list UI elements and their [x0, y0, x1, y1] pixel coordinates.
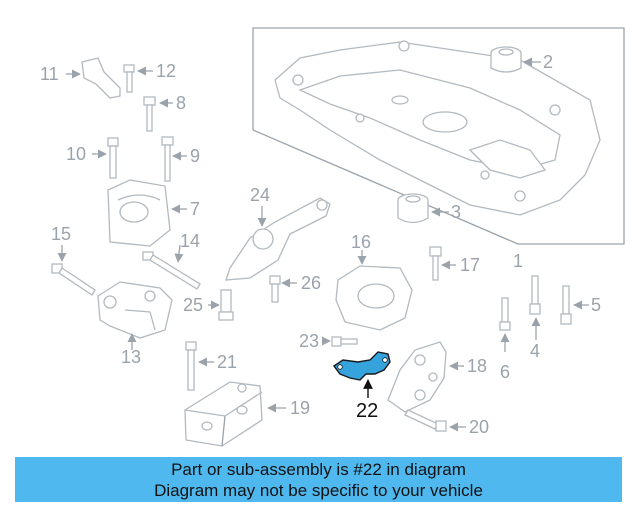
bolt-10: [92, 137, 119, 179]
bolt-4: [529, 275, 541, 340]
banner-line-disclaimer: Diagram may not be specific to your vehi…: [154, 481, 483, 500]
callout-14: 14: [180, 231, 200, 251]
callout-10: 10: [66, 144, 86, 164]
callout-22: 22: [356, 400, 378, 422]
callout-8: 8: [176, 93, 186, 113]
bracket-13: [97, 281, 173, 350]
bolt-14: [142, 244, 201, 290]
bolt-23: [321, 336, 358, 347]
callout-3: 3: [451, 202, 461, 222]
callout-18: 18: [467, 356, 487, 376]
bolt-26: [269, 275, 297, 303]
bolt-12: [123, 64, 153, 93]
subframe-group: [252, 27, 625, 245]
callout-26: 26: [301, 273, 321, 293]
info-banner: Part or sub-assembly is #22 in diagram D…: [15, 457, 622, 502]
bolt-25: [208, 289, 234, 321]
callout-16: 16: [351, 232, 371, 252]
callout-1: 1: [513, 251, 523, 271]
callout-13: 13: [121, 347, 141, 367]
mount-7: [107, 179, 187, 247]
bushing-2: [490, 46, 522, 73]
callout-21: 21: [217, 352, 237, 372]
callout-12: 12: [156, 61, 176, 81]
callout-2: 2: [543, 52, 553, 72]
callout-15: 15: [51, 224, 71, 244]
bolt-8: [143, 96, 173, 132]
bracket-11: [66, 57, 121, 99]
bracket-18: [387, 341, 464, 413]
callout-11: 11: [40, 64, 59, 84]
callout-20: 20: [469, 417, 489, 437]
highlighted-part-22: [332, 351, 391, 398]
bolt-9: [161, 136, 187, 182]
callout-4: 4: [530, 341, 540, 361]
bushing-3: [397, 193, 429, 224]
callout-19: 19: [290, 398, 310, 418]
bolt-20: [404, 409, 466, 432]
callout-6: 6: [500, 362, 510, 382]
bolt-5: [560, 285, 589, 325]
callout-17: 17: [460, 255, 480, 275]
callout-9: 9: [190, 146, 200, 166]
bolt-21: [185, 341, 214, 391]
callout-7: 7: [190, 199, 200, 219]
mount-16: [335, 250, 413, 331]
mount-19: [184, 381, 286, 447]
callout-24: 24: [250, 185, 270, 205]
bolt-6: [499, 297, 511, 352]
callout-25: 25: [183, 295, 203, 315]
bolt-15: [51, 245, 96, 296]
torque-arm-24: [225, 197, 331, 281]
banner-line-part-number: Part or sub-assembly is #22 in diagram: [171, 460, 466, 479]
callout-23: 23: [299, 331, 319, 351]
bolt-17: [429, 246, 456, 281]
callout-5: 5: [591, 295, 601, 315]
